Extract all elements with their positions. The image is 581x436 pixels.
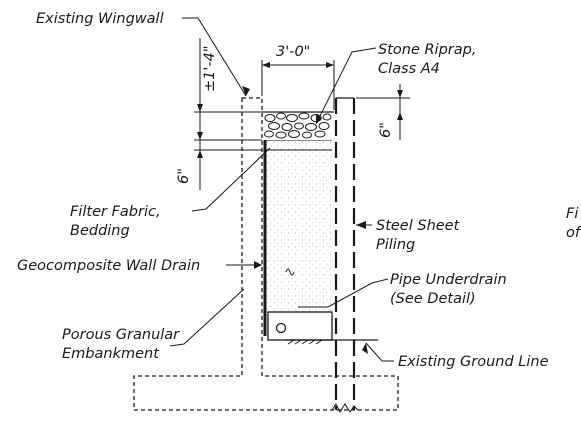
leader-wingwall — [182, 17, 247, 97]
leader-existing-ground — [365, 342, 394, 362]
stone-riprap — [264, 112, 332, 140]
dim-six-right-text: 6" — [378, 122, 394, 138]
label-filter-fabric-2: Bedding — [70, 223, 130, 239]
arrow-existing-ground — [362, 343, 368, 354]
label-cut-off-2: of — [566, 225, 581, 241]
label-porous-1: Porous Granular — [62, 327, 180, 343]
pipe-underdrain-pipe — [275, 322, 287, 334]
drain-marker — [285, 268, 295, 276]
existing-wingwall-outline — [133, 97, 399, 411]
label-existing-wingwall: Existing Wingwall — [36, 11, 164, 27]
arrow-wingwall — [242, 86, 250, 96]
arrow-sheet-piling — [356, 221, 366, 229]
label-pipe-underdrain-2: (See Detail) — [390, 291, 476, 307]
leader-porous — [169, 288, 245, 347]
dimension-width-top — [261, 60, 335, 110]
label-porous-2: Embankment — [62, 346, 160, 362]
sheet-pile-break — [331, 403, 359, 414]
arrow-riprap — [316, 114, 322, 124]
dim-six-left-text: 6" — [176, 168, 192, 184]
leader-pipe-underdrain — [298, 278, 389, 308]
label-existing-ground: Existing Ground Line — [398, 354, 549, 370]
dimension-height-left — [194, 38, 262, 190]
dim-height-text: ±1'-4" — [202, 46, 218, 93]
ground-hatch — [287, 339, 323, 345]
label-steel-sheet-1: Steel Sheet — [376, 218, 461, 234]
leader-filter-fabric — [191, 147, 271, 212]
label-cut-off-1: Fi — [566, 206, 578, 222]
label-filter-fabric-1: Filter Fabric, — [70, 204, 161, 220]
arrow-geocomposite — [254, 261, 262, 269]
leader-riprap — [315, 47, 377, 125]
filter-fabric-bedding — [264, 140, 332, 150]
label-stone-riprap-2: Class A4 — [378, 61, 440, 77]
label-pipe-underdrain-1: Pipe Underdrain — [390, 272, 507, 288]
label-geocomposite: Geocomposite Wall Drain — [17, 258, 200, 274]
label-stone-riprap-1: Stone Riprap, — [378, 42, 476, 58]
dimension-six-right — [356, 84, 410, 140]
porous-granular-fill — [264, 150, 332, 312]
label-steel-sheet-2: Piling — [376, 237, 415, 253]
dim-width-text: 3'-0" — [276, 44, 310, 60]
